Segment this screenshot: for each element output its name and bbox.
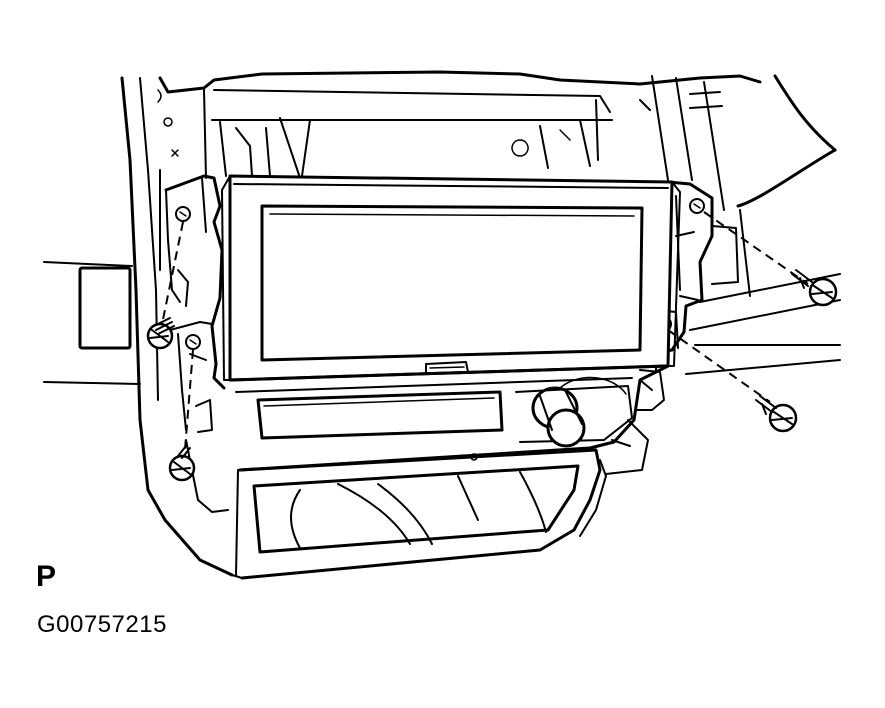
screw-right-upper xyxy=(703,211,838,307)
mounting-bracket-right xyxy=(605,180,714,475)
figure-code: G00757215 xyxy=(37,611,167,638)
view-label: P xyxy=(36,560,57,593)
control-knob xyxy=(531,386,586,448)
lower-storage-tray xyxy=(231,448,607,580)
climate-control-panel xyxy=(228,364,670,472)
screw-right-lower xyxy=(667,329,798,433)
screw-left-lower xyxy=(168,349,196,482)
screw-left-upper xyxy=(146,221,184,350)
